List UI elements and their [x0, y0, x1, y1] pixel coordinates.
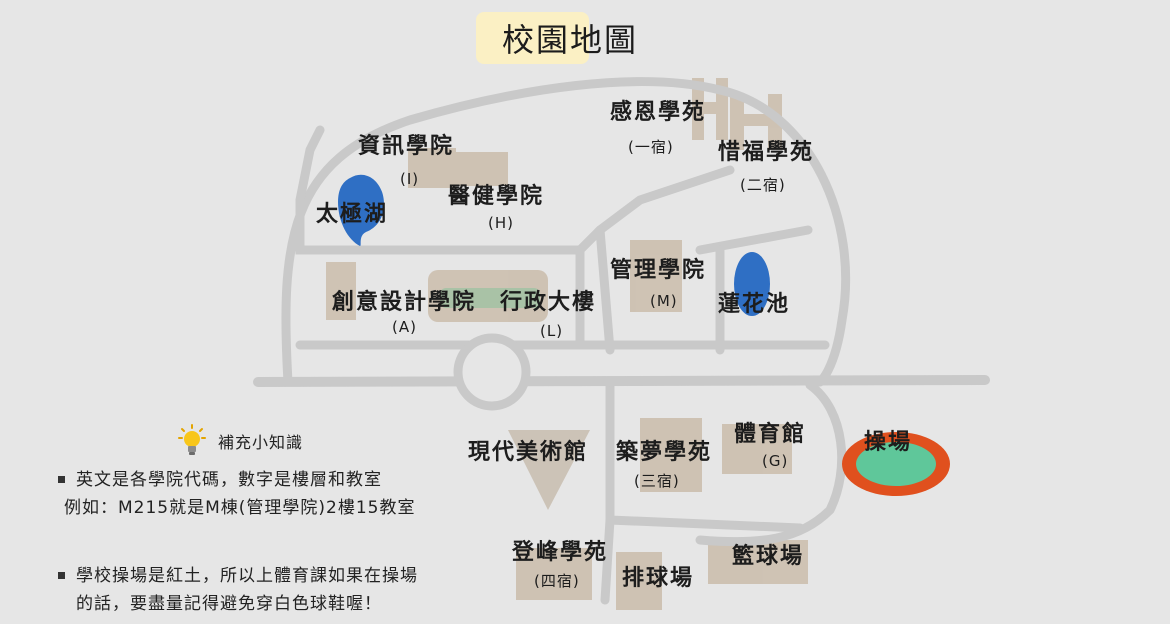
taiji-lake-shape — [338, 174, 384, 246]
label-dengfeng-code: (四宿) — [534, 572, 580, 590]
label-zhumeng-dorm: 築夢學苑 — [616, 440, 713, 465]
label-art-museum: 現代美術館 — [468, 440, 589, 465]
tips-header: 補充小知識 — [178, 424, 303, 458]
label-info-code: (I) — [400, 170, 420, 188]
field-shape — [856, 442, 936, 486]
tip-text: 英文是各學院代碼，數字是樓層和教室 — [76, 470, 382, 490]
label-admin-code: (L) — [540, 322, 564, 340]
tip-item-codes: 英文是各學院代碼，數字是樓層和教室 例如：M215就是M棟(管理學院)2樓15教… — [58, 466, 416, 522]
label-gym: 體育館 — [734, 422, 807, 447]
label-design-code: (A) — [392, 318, 417, 336]
outer-ring-road — [281, 77, 851, 387]
label-basketball-court: 籃球場 — [732, 544, 805, 569]
label-medical-college: 醫健學院 — [448, 184, 545, 209]
label-track-field: 操場 — [864, 430, 913, 455]
label-management-college: 管理學院 — [610, 258, 707, 283]
label-enen-dorm: 感恩學苑 — [610, 100, 707, 125]
label-info-college: 資訊學院 — [358, 134, 455, 159]
court-volleyball — [616, 552, 662, 610]
building-art-museum — [508, 430, 590, 510]
label-management-code: (M) — [650, 292, 678, 310]
building-medical — [452, 152, 508, 186]
label-medical-code: (H) — [488, 214, 514, 232]
title-highlight — [476, 12, 589, 64]
title-box: 校園地圖 — [476, 12, 638, 64]
tip-text: 例如：M215就是M棟(管理學院)2樓15教室 — [64, 498, 416, 518]
bullet-icon — [58, 476, 65, 483]
label-gym-code: (G) — [762, 452, 789, 470]
building-dengfeng — [516, 548, 592, 600]
court-basketball — [708, 540, 808, 584]
building-gym — [722, 424, 792, 474]
label-lotus-pond: 蓮花池 — [718, 292, 791, 317]
building-info — [408, 148, 456, 188]
label-volleyball-court: 排球場 — [622, 566, 695, 591]
roundabout — [453, 333, 531, 411]
building-management — [630, 240, 682, 312]
label-enen-code: (一宿) — [628, 138, 674, 156]
map-title: 校園地圖 — [502, 21, 639, 59]
lotus-pond-shape — [734, 252, 770, 316]
tip-item-track: 學校操場是紅土，所以上體育課如果在操場 的話，要盡量記得避免穿白色球鞋喔！ — [58, 562, 418, 618]
building-zhumeng — [640, 418, 702, 492]
tip-text: 的話，要盡量記得避免穿白色球鞋喔！ — [76, 594, 382, 614]
label-zhumeng-code: (三宿) — [634, 472, 680, 490]
label-xifu-code: (二宿) — [740, 176, 786, 194]
label-admin-building: 行政大樓 — [500, 290, 597, 315]
main-east-west-road — [253, 375, 990, 387]
building-design — [326, 262, 356, 320]
lightbulb-icon — [178, 424, 206, 455]
tips-heading: 補充小知識 — [218, 433, 304, 452]
label-dengfeng-dorm: 登峰學苑 — [512, 540, 609, 565]
roads-layer — [281, 77, 851, 605]
label-design-college: 創意設計學院 — [332, 290, 477, 315]
label-taiji-lake: 太極湖 — [316, 202, 389, 227]
tip-text: 學校操場是紅土，所以上體育課如果在操場 — [76, 566, 418, 586]
label-xifu-dorm: 惜福學苑 — [718, 140, 815, 165]
bullet-icon — [58, 572, 65, 579]
buildings-layer — [326, 78, 808, 610]
